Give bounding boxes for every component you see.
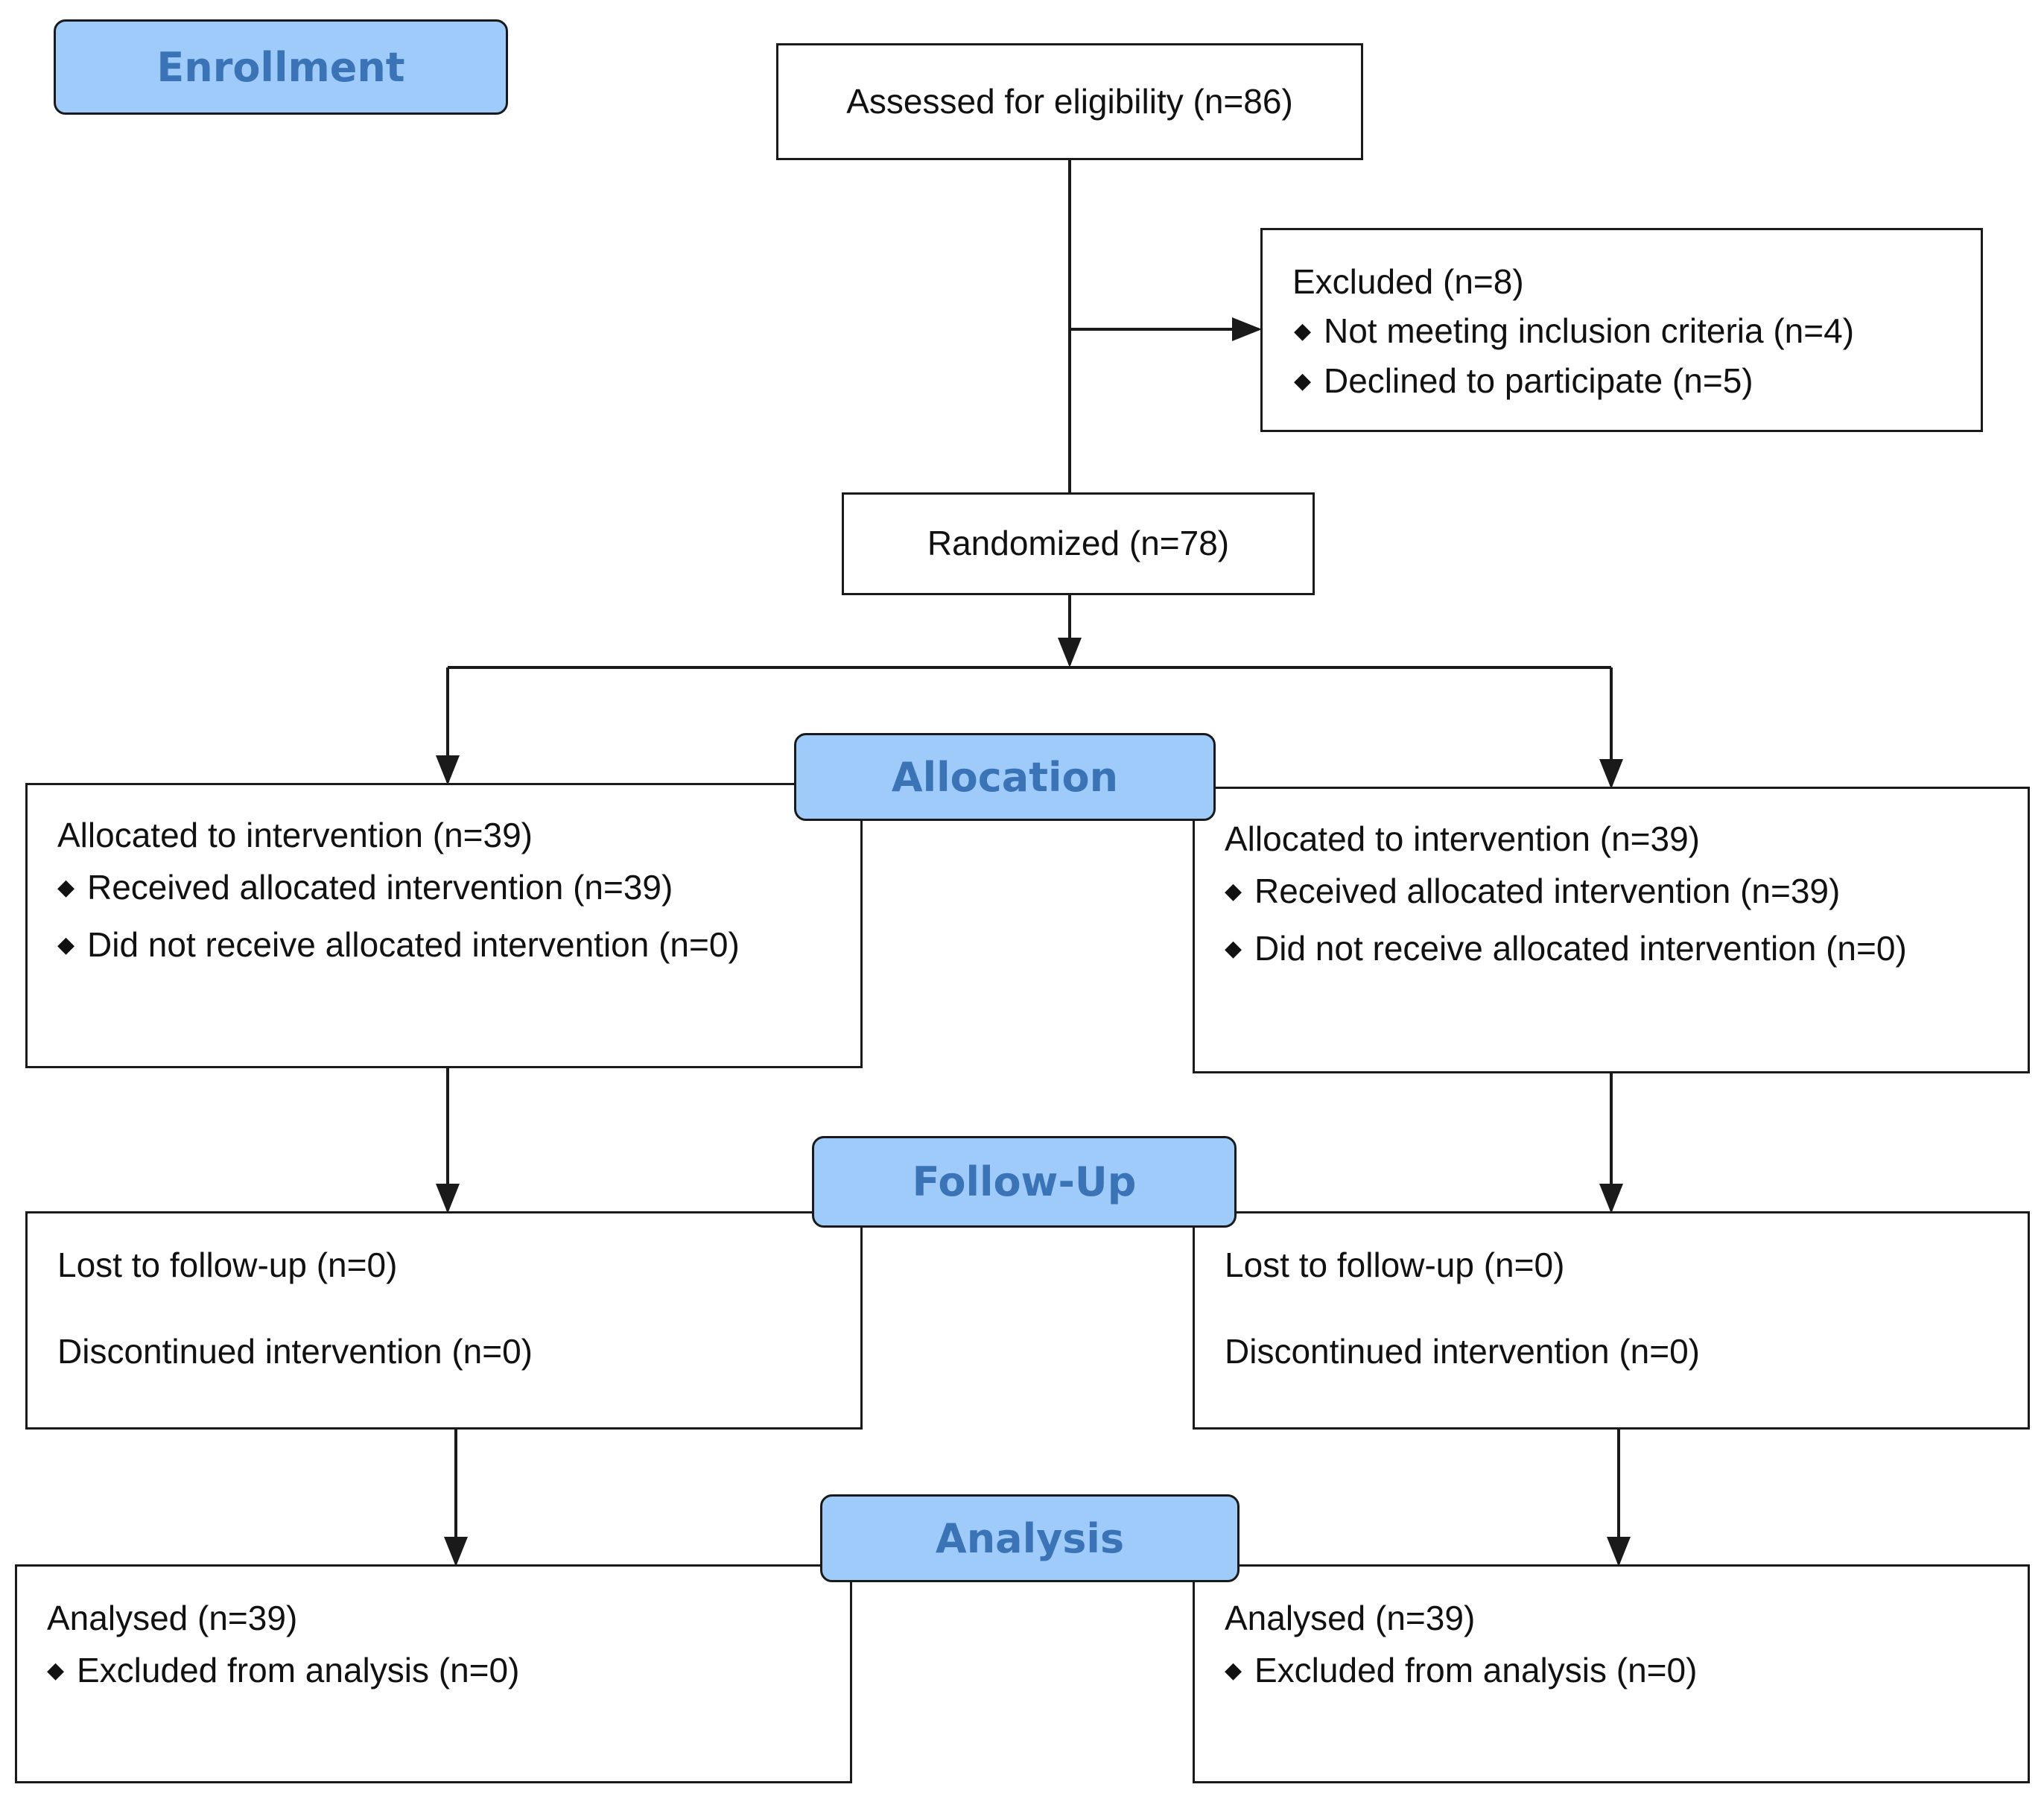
allocation-item: ◆Did not receive allocated intervention … (57, 925, 740, 964)
diamond-bullet-icon: ◆ (1225, 878, 1242, 904)
stage-label-analysis: Analysis (820, 1494, 1240, 1582)
followup-box-left: Lost to follow-up (n=0) Discontinued int… (25, 1211, 863, 1430)
followup-discontinued: Discontinued intervention (n=0) (1225, 1332, 1700, 1371)
randomized-box: Randomized (n=78) (842, 492, 1315, 595)
followup-lost: Lost to follow-up (n=0) (1225, 1246, 1565, 1284)
allocation-item: ◆Did not receive allocated intervention … (1225, 929, 1907, 968)
analysis-box-left: Analysed (n=39) ◆Excluded from analysis … (15, 1564, 852, 1783)
stage-label-enrollment: Enrollment (54, 19, 508, 115)
assessed-text: Assessed for eligibility (n=86) (846, 81, 1293, 121)
diamond-bullet-icon: ◆ (1225, 936, 1242, 961)
diamond-bullet-icon: ◆ (57, 875, 75, 900)
stage-label-allocation: Allocation (794, 733, 1216, 821)
followup-box-right: Lost to follow-up (n=0) Discontinued int… (1193, 1211, 2030, 1430)
diamond-bullet-icon: ◆ (1294, 318, 1312, 343)
analysis-title: Analysed (n=39) (1225, 1599, 1476, 1637)
excluded-item: ◆Not meeting inclusion criteria (n=4) (1294, 311, 1855, 350)
randomized-text: Randomized (n=78) (927, 524, 1230, 563)
allocation-box-left: Allocated to intervention (n=39) ◆Receiv… (25, 783, 863, 1068)
followup-lost: Lost to follow-up (n=0) (57, 1246, 398, 1284)
followup-discontinued: Discontinued intervention (n=0) (57, 1332, 533, 1371)
analysis-item: ◆Excluded from analysis (n=0) (47, 1651, 520, 1689)
allocation-item: ◆Received allocated intervention (n=39) (1225, 872, 1841, 910)
analysis-title: Analysed (n=39) (47, 1599, 298, 1637)
diamond-bullet-icon: ◆ (47, 1657, 65, 1683)
allocation-box-right: Allocated to intervention (n=39) ◆Receiv… (1193, 787, 2030, 1073)
analysis-box-right: Analysed (n=39) ◆Excluded from analysis … (1193, 1564, 2030, 1783)
diamond-bullet-icon: ◆ (1294, 368, 1312, 393)
excluded-title: Excluded (n=8) (1292, 262, 1524, 301)
stage-label-follow-up: Follow-Up (812, 1136, 1237, 1228)
allocation-title: Allocated to intervention (n=39) (1225, 819, 1701, 858)
assessed-box: Assessed for eligibility (n=86) (776, 43, 1363, 160)
excluded-box: Excluded (n=8) ◆Not meeting inclusion cr… (1260, 228, 1983, 432)
diamond-bullet-icon: ◆ (1225, 1657, 1242, 1683)
allocation-item: ◆Received allocated intervention (n=39) (57, 868, 673, 907)
excluded-item: ◆Declined to participate (n=5) (1294, 361, 1753, 400)
analysis-item: ◆Excluded from analysis (n=0) (1225, 1651, 1698, 1689)
allocation-title: Allocated to intervention (n=39) (57, 816, 533, 854)
diamond-bullet-icon: ◆ (57, 932, 75, 957)
